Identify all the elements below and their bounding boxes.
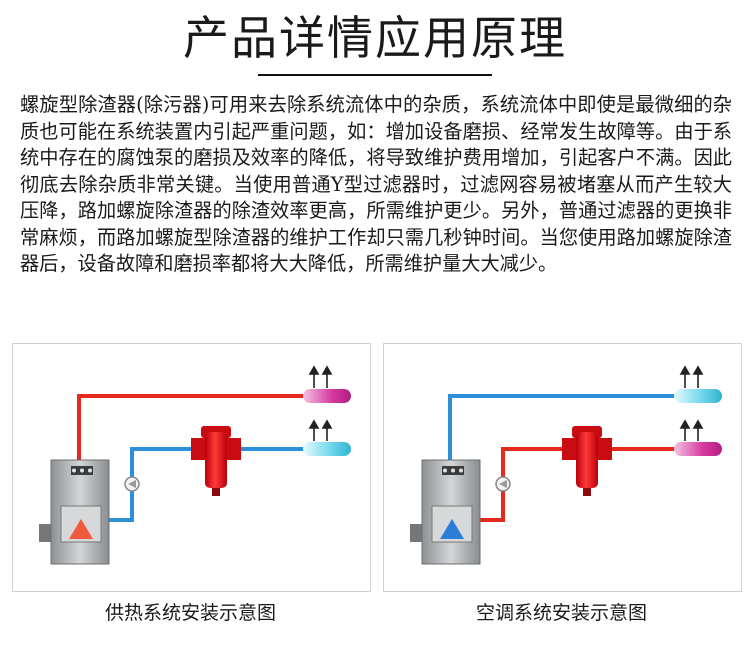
cold-terminal-unit <box>303 442 351 456</box>
flow-arrow-icon <box>679 365 704 441</box>
cold-terminal-unit <box>674 389 722 403</box>
cold-supply-pipe <box>448 394 676 472</box>
dirt-separator-icon <box>191 426 241 496</box>
hot-terminal-unit <box>674 442 722 456</box>
title-underline <box>258 74 492 76</box>
dirt-separator-icon <box>562 426 612 496</box>
hot-terminal-unit <box>303 389 351 403</box>
cooling-indicator-icon <box>440 519 464 539</box>
cooling-diagram-panel <box>383 343 742 592</box>
cooling-diagram <box>410 365 722 565</box>
heating-diagram <box>39 365 351 565</box>
hot-supply-pipe <box>77 394 305 472</box>
heating-diagram-caption: 供热系统安装示意图 <box>104 602 276 624</box>
circulation-pump-icon <box>495 476 511 492</box>
flame-icon <box>69 519 93 539</box>
cooling-diagram-caption: 空调系统安装示意图 <box>475 602 647 624</box>
flow-arrow-icon <box>308 365 333 441</box>
chiller-unit <box>410 459 481 565</box>
heating-diagram-panel <box>12 343 371 592</box>
description-paragraph: 螺旋型除渣器(除污器)可用来去除系统流体中的杂质，系统流体中即使是最微细的杂质也… <box>20 93 732 275</box>
boiler-unit <box>39 459 110 565</box>
page-title: 产品详情应用原理 <box>183 11 567 65</box>
circulation-pump-icon <box>124 476 140 492</box>
